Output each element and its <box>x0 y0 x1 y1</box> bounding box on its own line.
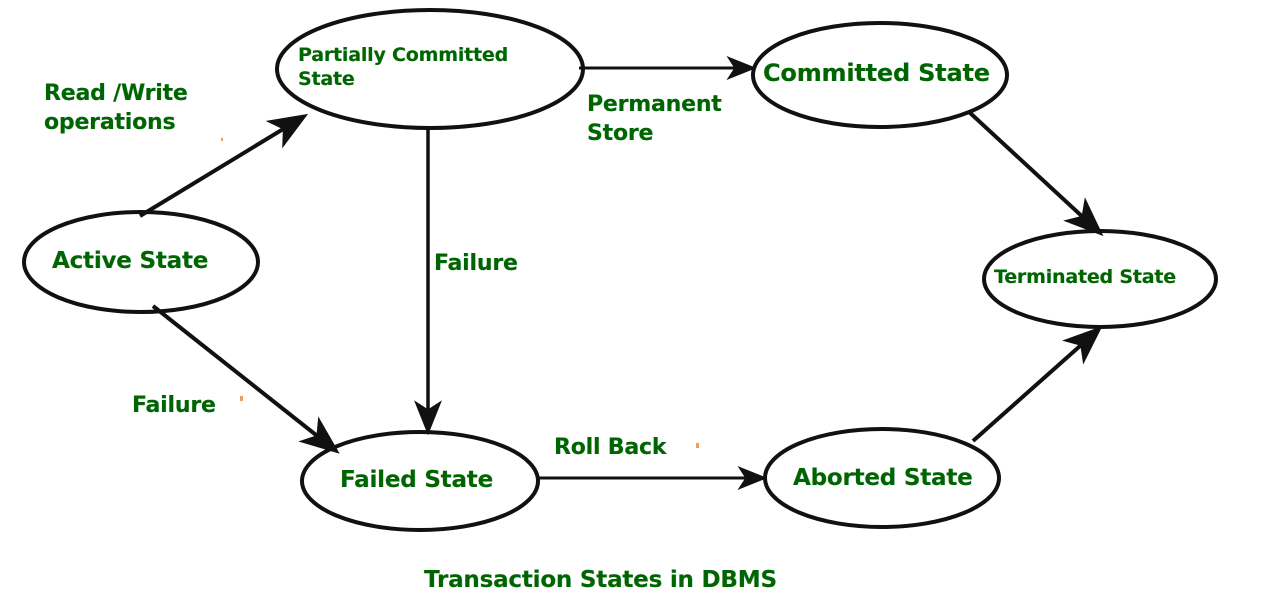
edge-active-to-failed <box>151 304 340 454</box>
node-committed-state-label: Committed State <box>763 59 990 87</box>
artifact-speck <box>696 443 699 448</box>
artifact-speck <box>240 396 243 401</box>
edge-label-failure-active: Failure <box>132 393 216 418</box>
edge-label-permanent-store: Permanent Store <box>587 92 722 146</box>
edge-committed-to-terminated <box>966 109 1104 237</box>
edge-label-failure-partially-committed: Failure <box>434 251 518 276</box>
node-failed-state-label: Failed State <box>340 467 493 493</box>
node-active-state-label: Active State <box>52 248 209 274</box>
edge-aborted-to-terminated <box>971 326 1103 443</box>
edge-label-read-write-operations: Read /Write operations <box>44 81 188 135</box>
node-terminated-state-label: Terminated State <box>994 266 1176 288</box>
edge-active-to-partially-committed <box>138 113 309 218</box>
node-active-state-ellipse <box>22 210 260 314</box>
edge-label-roll-back: Roll Back <box>554 435 667 460</box>
artifact-speck <box>221 138 223 141</box>
node-partially-committed-state-label: Partially Committed State <box>298 44 509 90</box>
diagram-caption: Transaction States in DBMS <box>424 567 777 593</box>
node-aborted-state-label: Aborted State <box>793 465 973 491</box>
